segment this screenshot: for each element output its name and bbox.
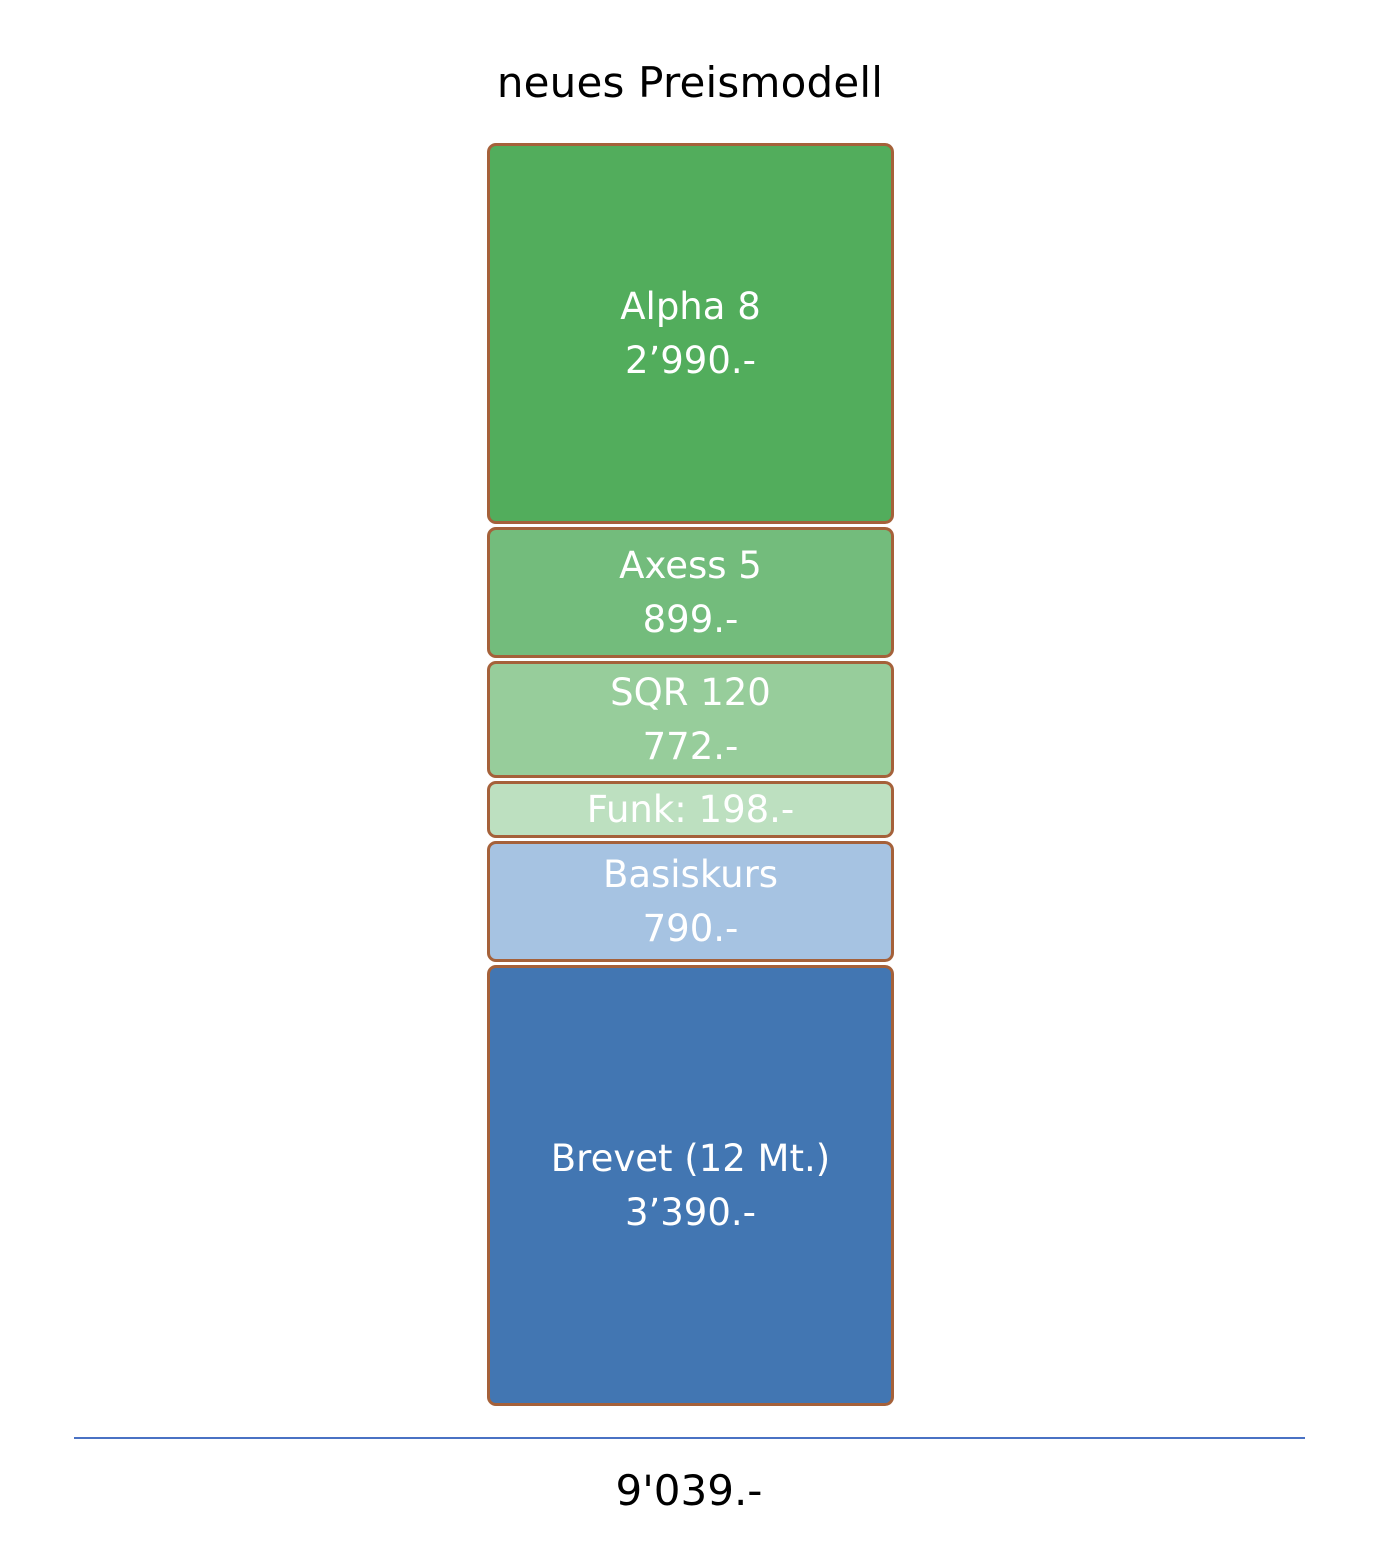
segment-value: 2’990.- (624, 338, 757, 382)
total-separator-line (74, 1437, 1305, 1439)
segment-name: SQR 120 (610, 670, 771, 714)
total-price-label: 9'039.- (615, 1466, 763, 1515)
segment-value: 790.- (642, 906, 739, 950)
segment-value: 899.- (642, 597, 739, 641)
segment-alpha-8: Alpha 8 2’990.- (487, 143, 894, 524)
segment-name: Basiskurs (602, 852, 779, 896)
segment-brevet-12-mt: Brevet (12 Mt.) 3’390.- (487, 965, 894, 1406)
segment-axess-5: Axess 5 899.- (487, 527, 894, 658)
segment-funk: Funk: 198.- (487, 781, 894, 838)
segment-value: 3’390.- (624, 1190, 757, 1234)
segment-sqr-120: SQR 120 772.- (487, 661, 894, 778)
segment-label: Funk: 198.- (586, 787, 795, 831)
chart-title: neues Preismodell (496, 58, 884, 107)
segment-name: Axess 5 (619, 543, 762, 587)
segment-value: 772.- (642, 724, 739, 768)
segment-name: Brevet (12 Mt.) (550, 1136, 831, 1180)
segment-name: Alpha 8 (620, 284, 761, 328)
segment-basiskurs: Basiskurs 790.- (487, 841, 894, 962)
